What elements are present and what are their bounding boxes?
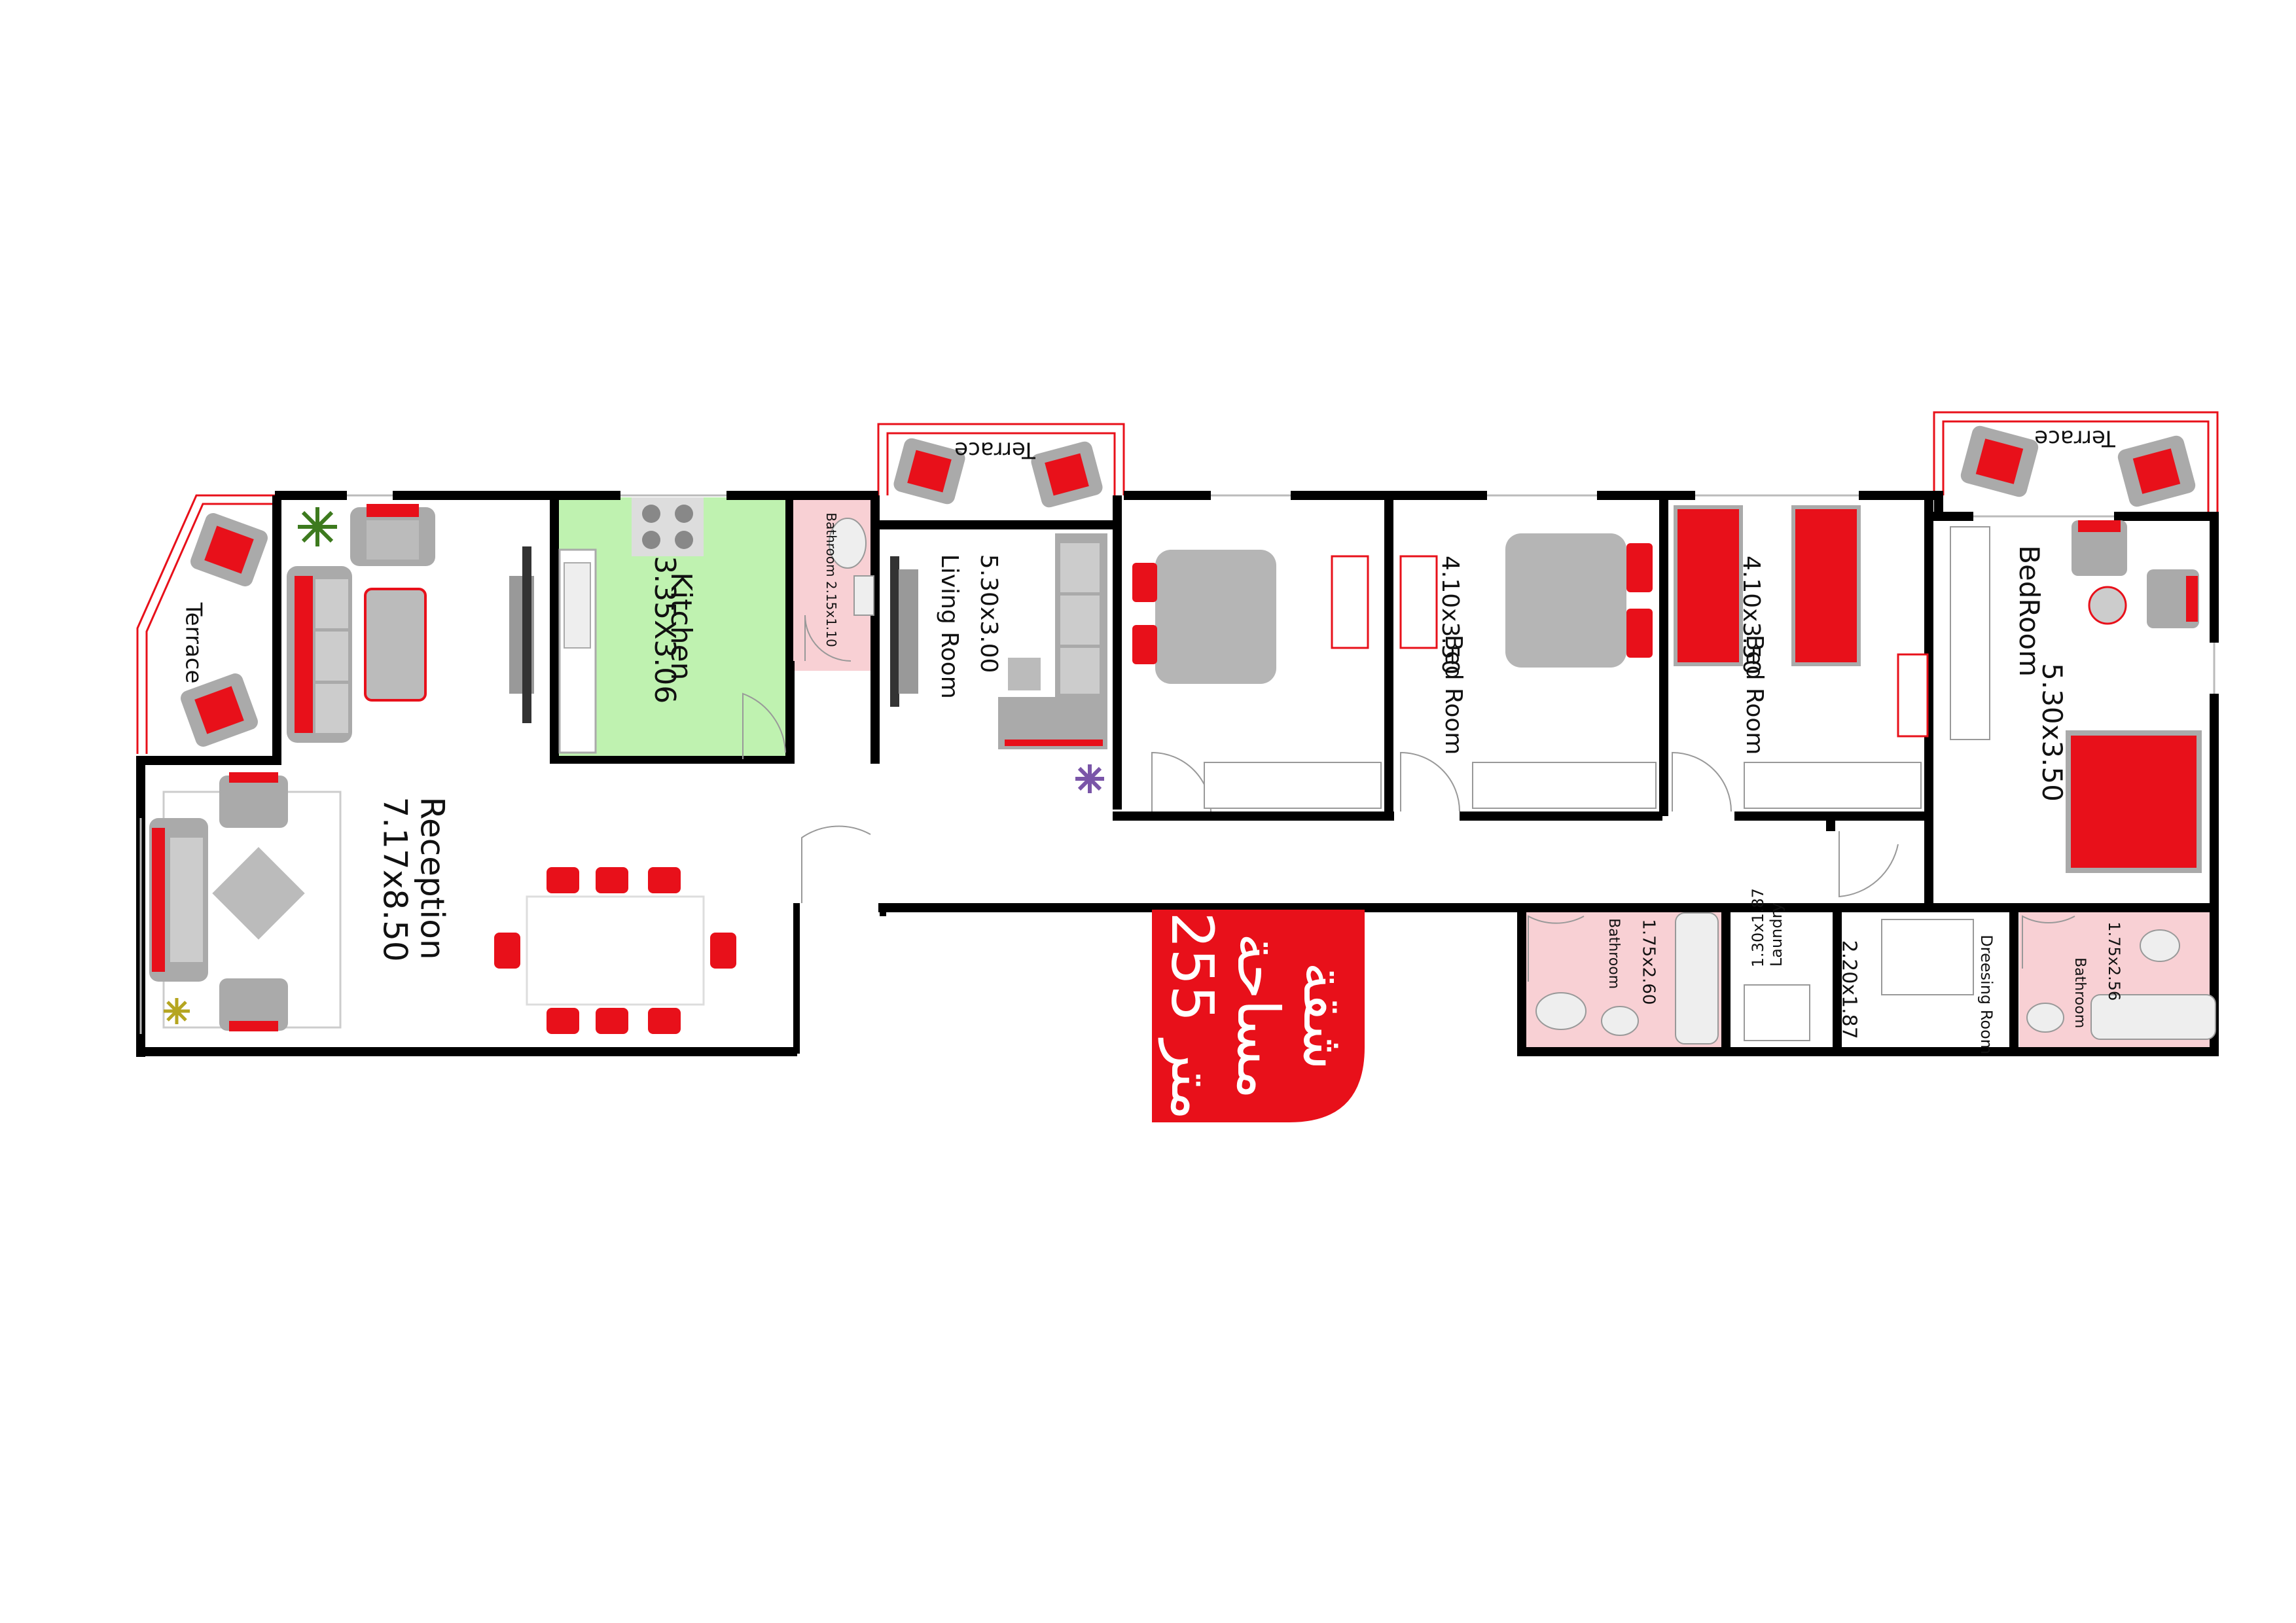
wc-2	[1535, 992, 1587, 1030]
bed-room-2-size: 4.10x3.50	[1737, 555, 1765, 675]
dressing-cabinet	[1881, 919, 1974, 995]
kitchen-size: 3.35X3.06	[648, 556, 682, 704]
bed-2-pillow-b	[1626, 609, 1653, 658]
master-chair-2	[2147, 569, 2199, 628]
dressing-room-name: Dreesing Room	[1977, 935, 1996, 1055]
reception-chair-top	[219, 772, 288, 828]
badge-line-3: 255 متر	[1158, 912, 1226, 1120]
area-badge-text: شقة مساحة 255 متر	[1152, 910, 1365, 1122]
terrace-mid-chair-1	[893, 438, 965, 505]
rug-2	[1399, 555, 1438, 649]
living-tv	[890, 556, 899, 707]
terrace-right-chair-1	[1960, 425, 2039, 497]
twin-bed-2	[1791, 505, 1861, 666]
master-wardrobe	[1950, 526, 1990, 740]
washbasin-3	[2026, 1003, 2064, 1033]
terrace-mid-outline	[877, 423, 1125, 495]
kitchen-floor	[555, 497, 785, 759]
bathtub-2	[1675, 912, 1719, 1044]
bed-2-pillow-a	[1626, 543, 1653, 592]
armchair-top	[350, 504, 435, 566]
bathroom-3-name: Bathroom	[2072, 957, 2089, 1029]
bed-2	[1505, 533, 1626, 668]
terrace-mid-chair-2	[1031, 441, 1103, 508]
terrace-right-label: Terrace	[2034, 425, 2115, 452]
bed-1-pillow-a	[1132, 563, 1157, 602]
wardrobe-1	[1204, 762, 1382, 809]
terrace-left-chair-2	[181, 673, 258, 747]
dining-table	[526, 895, 705, 1006]
laundry-name: Laundry	[1767, 902, 1785, 967]
living-room-size: 5.30x3.00	[975, 554, 1002, 673]
laundry-size: 1.30x1.87	[1748, 888, 1767, 968]
sofa-vertical	[287, 566, 352, 743]
dining-chairs	[494, 867, 736, 1034]
master-bedroom-size: 5.30x3.50	[2036, 663, 2069, 802]
reception-chair-bottom	[219, 978, 288, 1031]
area-badge: شقة مساحة 255 متر	[1152, 910, 1365, 1122]
reception-size: 7.17x8.50	[376, 796, 414, 962]
wardrobe-3	[1744, 762, 1922, 809]
master-bedroom-name: BedRoom	[2013, 545, 2046, 677]
windows	[139, 494, 2215, 1034]
dressing-room-size: 2.20x1.87	[1837, 940, 1861, 1039]
walls	[136, 491, 2219, 1057]
master-chair-1	[2072, 520, 2127, 576]
door-swings	[742, 615, 2075, 982]
washing-machine	[1744, 984, 1810, 1041]
rug-1	[1331, 555, 1369, 649]
badge-line-1: شقة	[1291, 961, 1359, 1071]
reception-sofa	[149, 818, 208, 982]
plant-2	[1075, 764, 1104, 793]
terrace-left-outline	[136, 494, 275, 754]
plant-3	[164, 998, 190, 1024]
master-round-table	[2088, 586, 2127, 625]
wc-3	[2140, 929, 2180, 962]
wardrobe-2	[1472, 762, 1657, 809]
terrace-left-chair-1	[190, 512, 268, 587]
terrace-left-label: Terrace	[180, 602, 207, 684]
living-room-name: Living Room	[935, 554, 963, 699]
washbasin-1	[853, 575, 874, 616]
living-tv-stand	[899, 569, 918, 694]
master-bed	[2066, 730, 2202, 873]
bed-1-pillow-b	[1132, 625, 1157, 664]
badge-line-2: مساحة	[1225, 933, 1293, 1099]
terrace-right-chair-2	[2117, 435, 2196, 507]
tv-screen	[522, 546, 531, 723]
wc-1	[829, 518, 867, 569]
small-bathroom-label: Bathroom 2.15x1.10	[823, 512, 839, 647]
terrace-mid-label: Terrace	[954, 437, 1035, 463]
washbasin-2	[1601, 1006, 1639, 1036]
area-badge-shape	[1152, 910, 1365, 1122]
rug-3	[1897, 653, 1929, 738]
bathtub-3	[2090, 994, 2216, 1040]
living-side-table	[1008, 658, 1041, 690]
terrace-right-outline	[1933, 411, 2219, 516]
coffee-table	[364, 588, 427, 702]
stove	[632, 497, 704, 556]
reception-name: Reception	[413, 796, 452, 960]
bed-1	[1155, 550, 1276, 684]
corner-sofa	[998, 533, 1107, 749]
twin-bed-1	[1674, 505, 1743, 666]
sink	[564, 562, 591, 649]
bathroom-3-size: 1.75x2.56	[2105, 921, 2124, 1001]
bathroom-2-name: Bathroom	[1605, 918, 1623, 990]
bathroom-2-size: 1.75x2.60	[1638, 919, 1659, 1005]
bed-room-1-size: 4.10x3.50	[1436, 555, 1463, 675]
reception-table	[212, 847, 305, 940]
plant-1	[298, 507, 337, 546]
